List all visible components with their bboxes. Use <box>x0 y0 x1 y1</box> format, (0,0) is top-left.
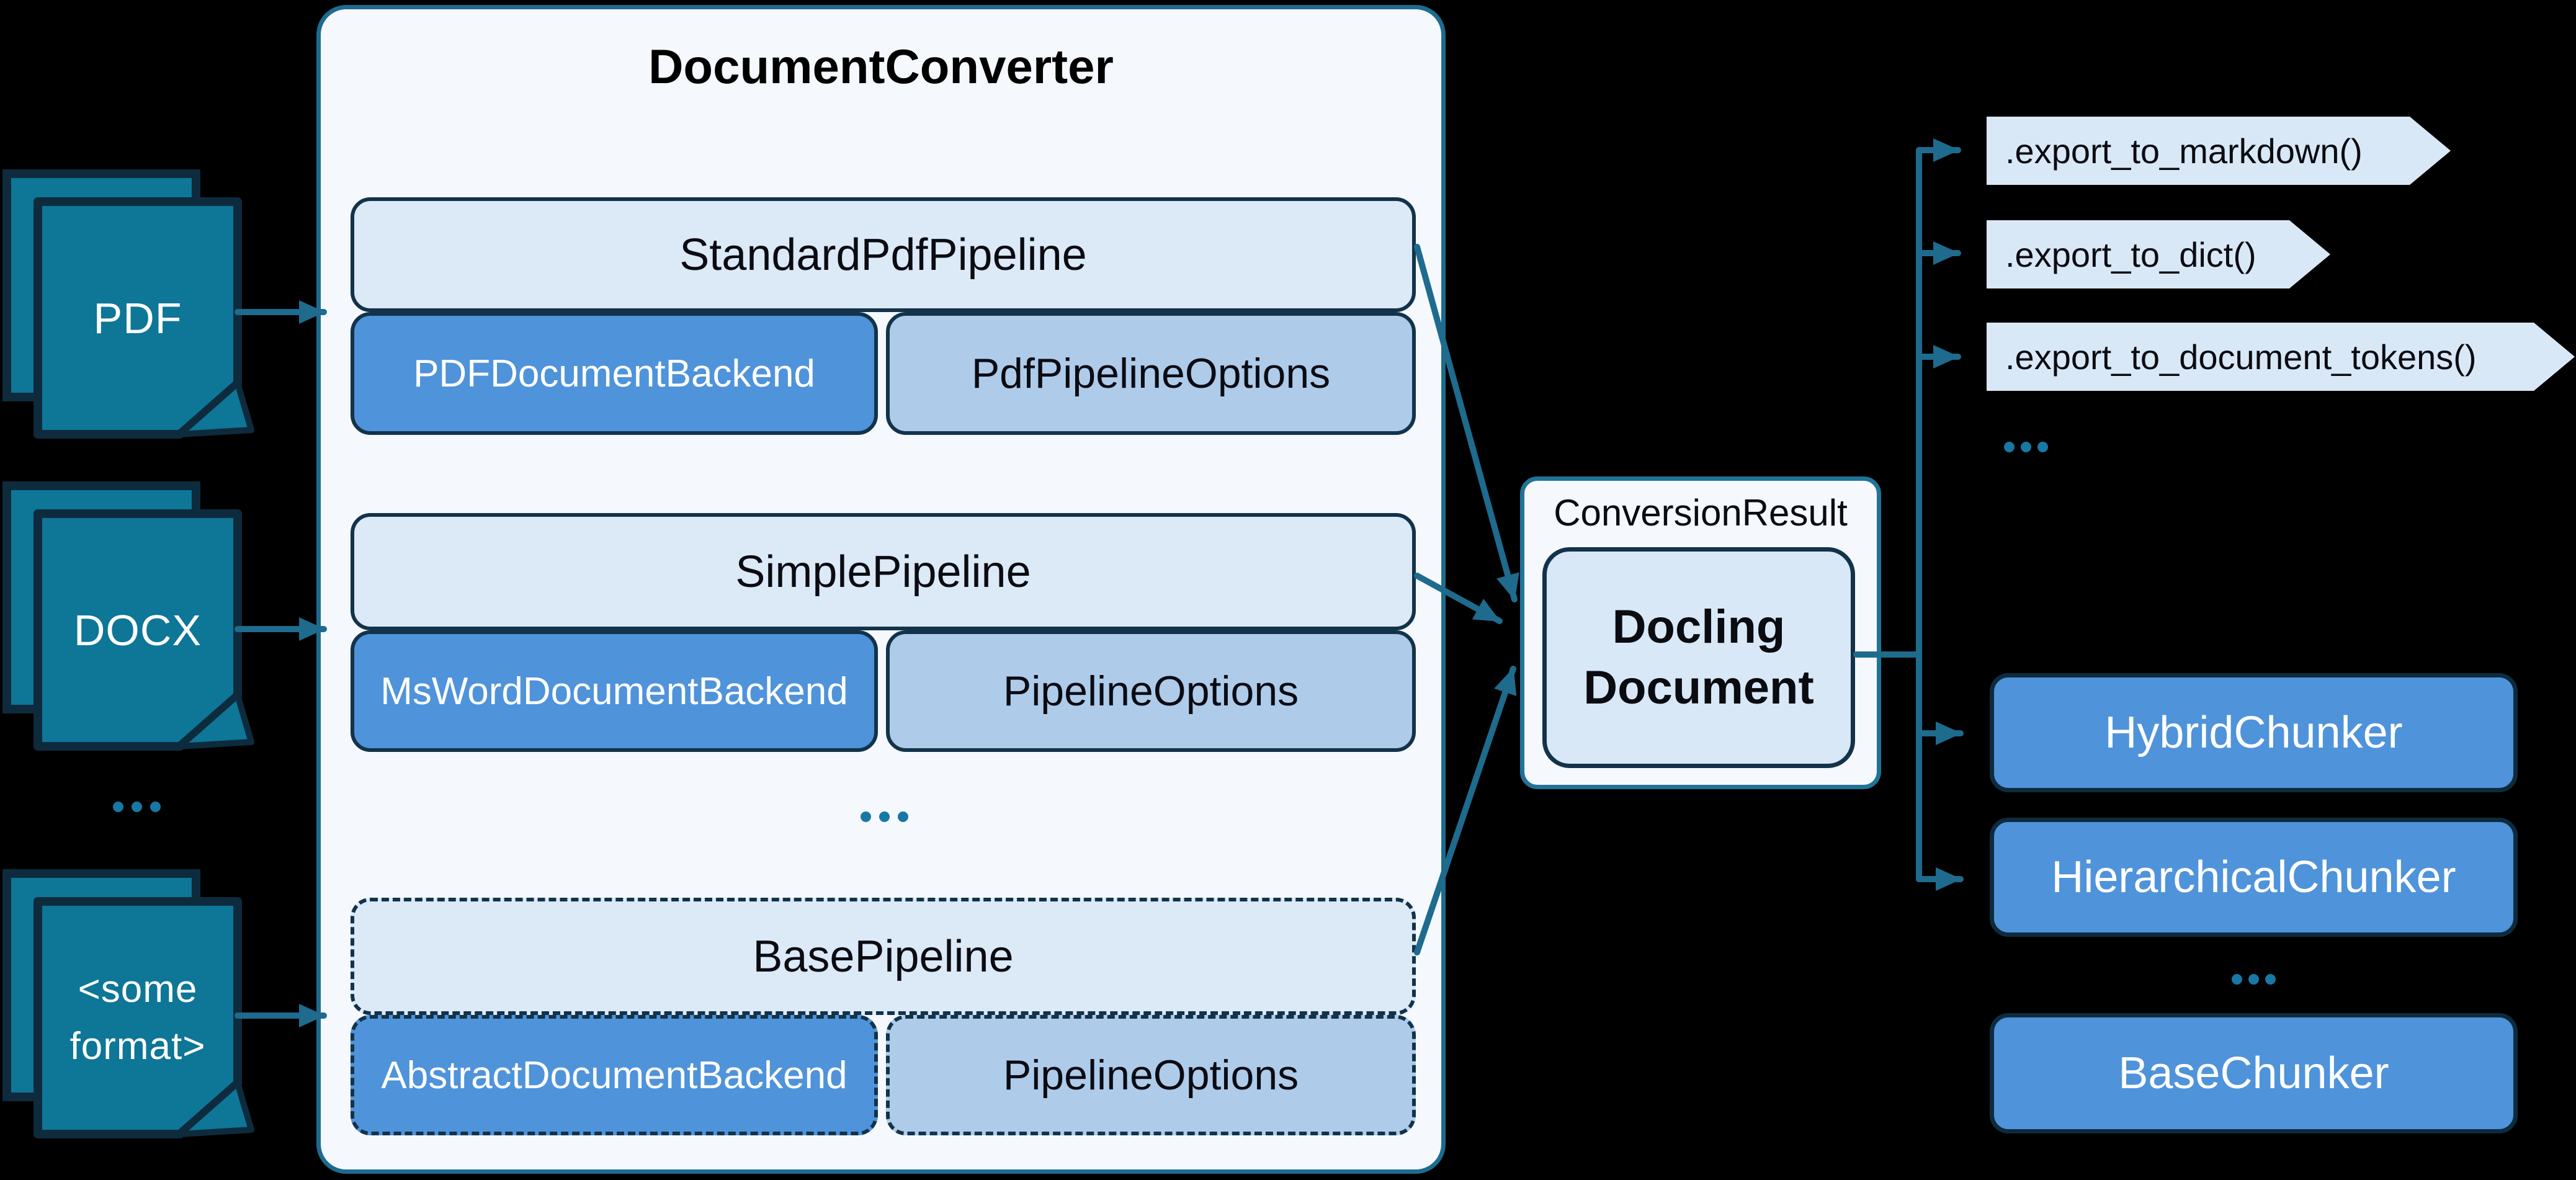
export-label: .export_to_dict() <box>2005 235 2256 274</box>
standard-pdf-pipeline-box: StandardPdfPipeline <box>351 197 1416 312</box>
document-converter-title: DocumentConverter <box>648 39 1114 94</box>
msword-document-backend-box: MsWordDocumentBackend <box>351 630 878 752</box>
pdf-pipeline-options-box: PdfPipelineOptions <box>886 312 1416 435</box>
docx-input-icon: DOCX <box>2 481 258 751</box>
some-format-line1: <some <box>78 968 198 1011</box>
base-pipeline-options-box: PipelineOptions <box>886 1015 1416 1135</box>
options-label: PipelineOptions <box>1003 1052 1299 1099</box>
docling-document-box: Docling Document <box>1542 547 1855 768</box>
abstract-document-backend-box: AbstractDocumentBackend <box>351 1015 878 1135</box>
simple-pipeline-box: SimplePipeline <box>351 513 1416 630</box>
pipeline-label: StandardPdfPipeline <box>679 230 1087 280</box>
backend-label: AbstractDocumentBackend <box>381 1053 847 1097</box>
export-to-document-tokens-tag: .export_to_document_tokens() <box>1987 323 2575 391</box>
docling-line2: Document <box>1583 661 1814 714</box>
base-pipeline-box: BasePipeline <box>351 898 1416 1015</box>
options-label: PdfPipelineOptions <box>971 350 1331 397</box>
more-chunkers-ellipsis <box>2210 955 2297 1003</box>
stacked-document-icon <box>2 869 254 1138</box>
some-format-input-icon: <some format> <box>2 869 258 1138</box>
backend-label: PDFDocumentBackend <box>413 352 815 395</box>
docx-label: DOCX <box>73 606 202 655</box>
stacked-document-icon <box>2 169 254 439</box>
export-to-markdown-tag: .export_to_markdown() <box>1987 117 2451 185</box>
pdf-label: PDF <box>93 294 182 342</box>
some-format-line2: format> <box>69 1025 206 1068</box>
some-format-label: <some format> <box>38 956 238 1080</box>
export-label: .export_to_markdown() <box>2005 131 2363 171</box>
pipeline-label: SimplePipeline <box>735 547 1031 597</box>
stacked-document-icon <box>2 481 254 751</box>
chunker-label: BaseChunker <box>2118 1048 2389 1098</box>
export-to-dict-tag: .export_to_dict() <box>1987 220 2330 288</box>
pipeline-options-box: PipelineOptions <box>886 630 1416 752</box>
export-label: .export_to_document_tokens() <box>2005 337 2477 377</box>
pipeline-label: BasePipeline <box>753 931 1014 981</box>
docling-line1: Docling <box>1612 601 1786 653</box>
backend-label: MsWordDocumentBackend <box>380 669 848 713</box>
chunker-label: HybridChunker <box>2104 708 2403 758</box>
more-exports-ellipsis <box>1982 423 2069 470</box>
hybrid-chunker-box: HybridChunker <box>1990 673 2518 792</box>
pdf-input-icon: PDF <box>2 169 258 439</box>
base-chunker-box: BaseChunker <box>1990 1013 2518 1133</box>
options-label: PipelineOptions <box>1003 668 1299 715</box>
more-formats-ellipsis <box>93 783 180 830</box>
more-pipelines-ellipsis <box>841 793 928 840</box>
hierarchical-chunker-box: HierarchicalChunker <box>1990 818 2518 937</box>
pdf-document-backend-box: PDFDocumentBackend <box>351 312 878 435</box>
chunker-label: HierarchicalChunker <box>2051 852 2456 902</box>
conversion-result-label: ConversionResult <box>1554 492 1848 534</box>
